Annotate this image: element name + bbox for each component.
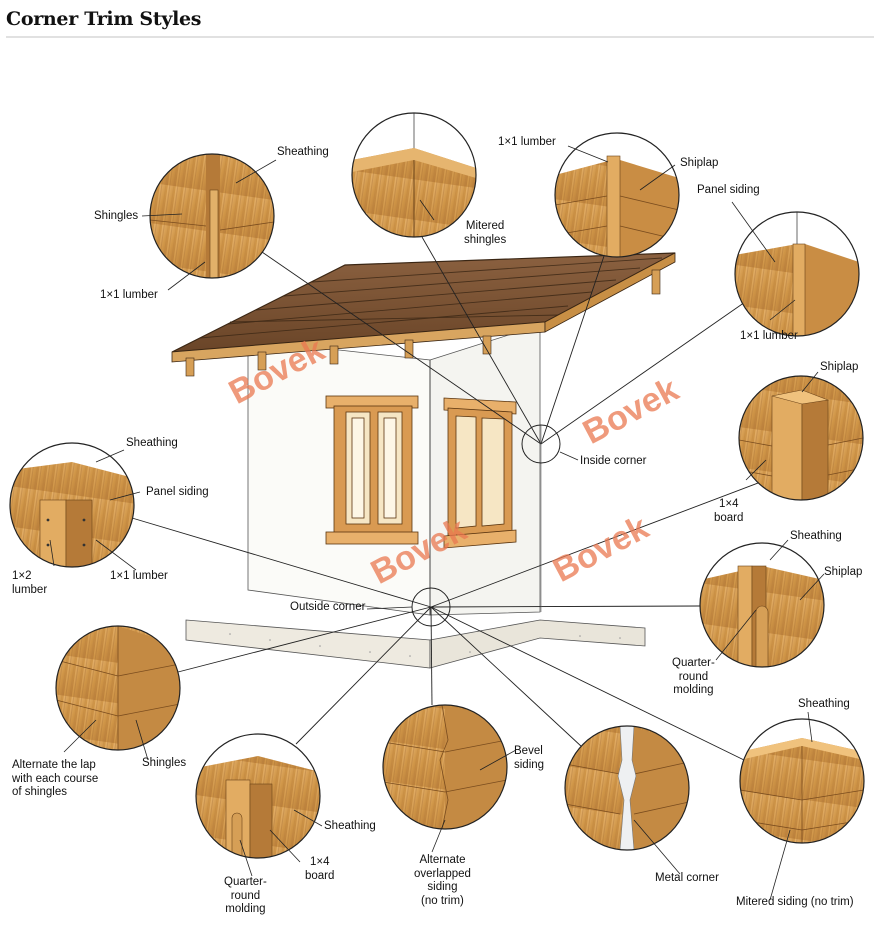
label-shiplap: Shiplap bbox=[680, 157, 719, 169]
inside-corner-label: Inside corner bbox=[580, 455, 647, 467]
label-shingles: Shingles bbox=[94, 210, 139, 222]
page-title: Corner Trim Styles bbox=[6, 8, 202, 30]
detail-shingles-inside-corner bbox=[149, 153, 275, 279]
detail-panel-siding-inside bbox=[734, 211, 860, 337]
label-alternate-lap: Alternate the lap with each course of sh… bbox=[12, 759, 99, 798]
label-1x2-lumber: 1×2 lumber bbox=[12, 570, 48, 596]
label-1x4-board: 1×4 board bbox=[305, 856, 335, 882]
label-sheathing: Sheathing bbox=[790, 530, 842, 542]
label-sheathing: Sheathing bbox=[277, 146, 329, 158]
detail-shiplap-inside bbox=[554, 132, 680, 258]
leader-lines bbox=[131, 236, 767, 761]
label-metal-corner: Metal corner bbox=[655, 872, 719, 884]
inside-corner-circle bbox=[521, 424, 561, 464]
detail-panel-siding-outside bbox=[9, 442, 135, 568]
label-quarter-round-molding: Quarter- round molding bbox=[672, 657, 715, 696]
label-shiplap: Shiplap bbox=[824, 566, 863, 578]
label-bevel-siding: Bevel siding bbox=[514, 745, 545, 771]
detail-mitered-shingles bbox=[351, 112, 477, 238]
label-1x1-lumber: 1×1 lumber bbox=[110, 570, 168, 582]
detail-shiplap-quarter-round bbox=[699, 542, 825, 668]
label-mitered-siding: Mitered siding (no trim) bbox=[736, 896, 854, 908]
label-shiplap: Shiplap bbox=[820, 361, 859, 373]
label-sheathing: Sheathing bbox=[798, 698, 850, 710]
detail-alternate-lap-shingles bbox=[55, 625, 181, 751]
label-sheathing: Sheathing bbox=[126, 437, 178, 449]
label-1x4-board: 1×4 board bbox=[714, 498, 744, 524]
label-1x1-lumber: 1×1 lumber bbox=[740, 330, 798, 342]
label-quarter-round-molding: Quarter- round molding bbox=[224, 876, 267, 915]
label-1x1-lumber: 1×1 lumber bbox=[100, 289, 158, 301]
label-sheathing: Sheathing bbox=[324, 820, 376, 832]
label-shingles: Shingles bbox=[142, 757, 187, 769]
house-illustration bbox=[171, 252, 676, 669]
label-pointers bbox=[49, 145, 825, 901]
detail-mitered-siding bbox=[739, 718, 865, 844]
outside-corner-label: Outside corner bbox=[290, 601, 366, 613]
detail-shiplap-1x4-board bbox=[738, 375, 864, 501]
label-mitered-shingles: Mitered shingles bbox=[464, 220, 507, 246]
detail-sheathing-1x4-board bbox=[195, 733, 321, 859]
label-alternate-overlapped-siding: Alternate overlapped siding (no trim) bbox=[414, 854, 471, 907]
label-panel-siding: Panel siding bbox=[146, 486, 209, 498]
detail-alternate-overlapped-siding bbox=[382, 704, 508, 830]
detail-metal-corner bbox=[564, 725, 690, 851]
label-panel-siding: Panel siding bbox=[697, 184, 760, 196]
label-1x1-lumber: 1×1 lumber bbox=[498, 136, 556, 148]
